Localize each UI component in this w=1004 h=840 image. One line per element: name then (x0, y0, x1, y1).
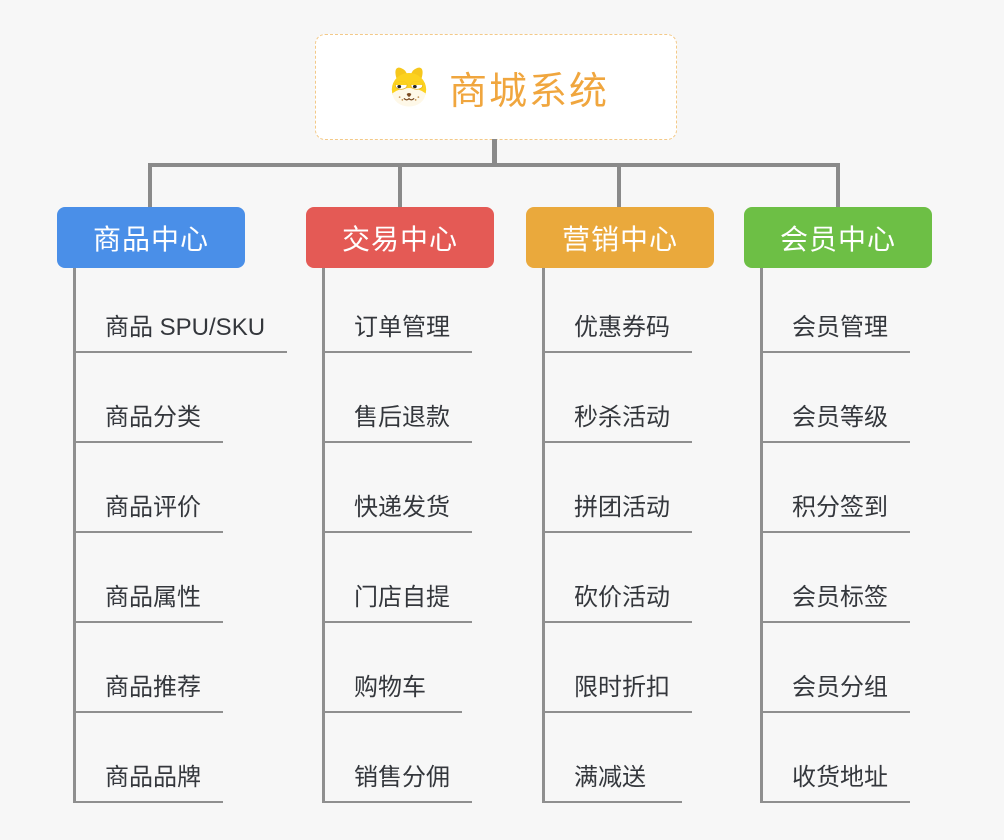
subtopic-bargain-activity[interactable]: 砍价活动 (542, 533, 692, 623)
subtopic-product-spu-sku[interactable]: 商品 SPU/SKU (73, 263, 288, 353)
subtopic-flash-sale[interactable]: 秒杀活动 (542, 353, 692, 443)
branch-trunk-line (760, 268, 763, 802)
subtopic-member-level[interactable]: 会员等级 (760, 353, 910, 443)
branch-connector-drop-3 (617, 163, 621, 208)
topic-trade-center[interactable]: 交易中心 (306, 207, 494, 268)
central-topic[interactable]: 商城系统 (315, 34, 677, 140)
subtopic-shopping-cart[interactable]: 购物车 (322, 623, 462, 713)
subtopic-limited-time-discount[interactable]: 限时折扣 (542, 623, 692, 713)
topic-marketing-center[interactable]: 营销中心 (526, 207, 714, 268)
branch-product-center: 商品中心 商品 SPU/SKU 商品分类 商品评价 商品属性 商品推荐 商品品牌 (57, 207, 288, 803)
subtopic-member-group[interactable]: 会员分组 (760, 623, 910, 713)
branch-marketing-center: 营销中心 优惠券码 秒杀活动 拼团活动 砍价活动 限时折扣 满减送 (526, 207, 714, 803)
subtopic-product-review[interactable]: 商品评价 (73, 443, 223, 533)
branch-connector-drop-4 (836, 163, 840, 208)
root-connector-stub (492, 139, 497, 166)
branch-trunk-line (322, 268, 325, 802)
subtopic-member-tag[interactable]: 会员标签 (760, 533, 910, 623)
branch-subtopics: 优惠券码 秒杀活动 拼团活动 砍价活动 限时折扣 满减送 (542, 263, 692, 803)
topic-member-center[interactable]: 会员中心 (744, 207, 932, 268)
subtopic-product-category[interactable]: 商品分类 (73, 353, 223, 443)
central-topic-label: 商城系统 (448, 70, 609, 113)
subtopic-spend-save[interactable]: 满减送 (542, 713, 682, 803)
subtopic-group-buy[interactable]: 拼团活动 (542, 443, 692, 533)
subtopic-aftersale-refund[interactable]: 售后退款 (322, 353, 472, 443)
subtopic-product-recommend[interactable]: 商品推荐 (73, 623, 223, 713)
branch-subtopics: 商品 SPU/SKU 商品分类 商品评价 商品属性 商品推荐 商品品牌 (73, 263, 288, 803)
subtopic-member-management[interactable]: 会员管理 (760, 263, 910, 353)
subtopic-shipping-address[interactable]: 收货地址 (760, 713, 910, 803)
subtopic-product-brand[interactable]: 商品品牌 (73, 713, 223, 803)
branch-subtopics: 订单管理 售后退款 快递发货 门店自提 购物车 销售分佣 (322, 263, 472, 803)
branch-trunk-line (73, 268, 76, 802)
subtopic-coupon-code[interactable]: 优惠券码 (542, 263, 692, 353)
subtopic-product-attribute[interactable]: 商品属性 (73, 533, 223, 623)
branch-subtopics: 会员管理 会员等级 积分签到 会员标签 会员分组 收货地址 (760, 263, 910, 803)
subtopic-points-checkin[interactable]: 积分签到 (760, 443, 910, 533)
subtopic-sales-commission[interactable]: 销售分佣 (322, 713, 472, 803)
subtopic-store-pickup[interactable]: 门店自提 (322, 533, 472, 623)
branch-connector-rail (148, 163, 840, 167)
branch-trade-center: 交易中心 订单管理 售后退款 快递发货 门店自提 购物车 销售分佣 (306, 207, 494, 803)
branch-trunk-line (542, 268, 545, 802)
branch-connector-drop-2 (398, 163, 402, 208)
branch-connector-drop-1 (148, 163, 152, 208)
subtopic-order-management[interactable]: 订单管理 (322, 263, 472, 353)
topic-product-center[interactable]: 商品中心 (57, 207, 245, 268)
dog-face-icon (391, 67, 427, 107)
subtopic-express-delivery[interactable]: 快递发货 (322, 443, 472, 533)
branch-member-center: 会员中心 会员管理 会员等级 积分签到 会员标签 会员分组 收货地址 (744, 207, 932, 803)
